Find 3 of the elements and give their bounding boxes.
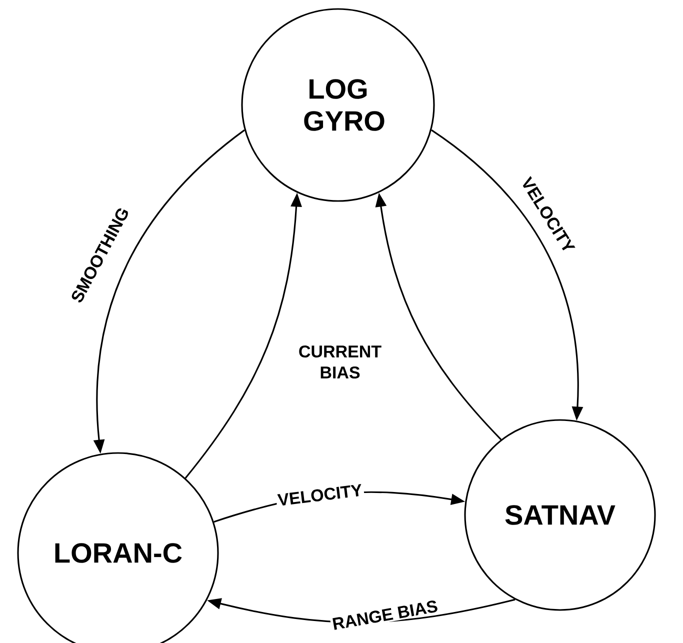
edge-label: RANGE BIAS (330, 598, 440, 632)
edge-label: VELOCITY (275, 482, 365, 508)
label-text: CURRENT BIAS (299, 345, 382, 379)
